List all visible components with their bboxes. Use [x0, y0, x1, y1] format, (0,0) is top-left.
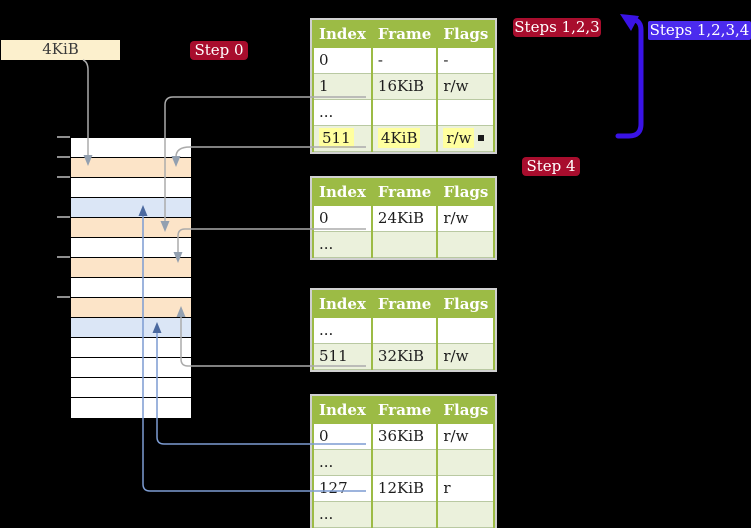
cell: 4KiB: [370, 124, 439, 152]
cell: -: [436, 46, 496, 74]
cell: 24KiB: [370, 204, 439, 232]
frame-row-white: [71, 338, 191, 358]
memory-tick: [57, 256, 70, 258]
table-row: ...: [312, 316, 496, 344]
frame-row-white: [71, 398, 191, 418]
cell: [370, 448, 439, 476]
cell: [370, 230, 439, 258]
frame-row-white: [71, 238, 191, 258]
step4-label: Step 4: [522, 157, 580, 176]
cell: [436, 230, 496, 258]
column-header: Flags: [436, 20, 496, 48]
steps-loop-arrow: [615, 16, 644, 139]
highlighted-value: 4KiB: [377, 128, 421, 148]
table-row: ...: [312, 98, 496, 126]
cell: ...: [312, 500, 373, 528]
frame-row-white: [71, 378, 191, 398]
physical-memory-column: [70, 137, 192, 419]
frame-row-blue: [71, 198, 191, 218]
frame-row-white: [71, 358, 191, 378]
column-header: Flags: [436, 178, 496, 206]
cell: r: [436, 474, 496, 502]
cell: 32KiB: [370, 342, 439, 370]
cell: [370, 316, 439, 344]
column-header: Index: [312, 178, 373, 206]
cell: ...: [312, 98, 373, 126]
cell: 16KiB: [370, 72, 439, 100]
cell: 0: [312, 204, 373, 232]
column-header: Frame: [370, 396, 439, 424]
frame-row-orange: [71, 218, 191, 238]
cell: ...: [312, 448, 373, 476]
cell: -: [370, 46, 439, 74]
cell: 12KiB: [370, 474, 439, 502]
cell: r/w: [436, 204, 496, 232]
frame-row-white: [71, 178, 191, 198]
cell: [436, 448, 496, 476]
step0-label: Step 0: [190, 41, 248, 60]
steps123-label: Steps 1,2,3: [513, 18, 601, 37]
frame-row-orange: [71, 298, 191, 318]
memory-tick: [57, 216, 70, 218]
memory-tick: [57, 176, 70, 178]
memory-tick: [57, 136, 70, 138]
arrowhead-up-left-icon: [620, 14, 639, 31]
column-header: Flags: [436, 396, 496, 424]
cell: [436, 98, 496, 126]
page-size-label: 4KiB: [1, 40, 120, 60]
cell: r/w: [436, 124, 496, 152]
cell: 1: [312, 72, 373, 100]
highlighted-value: r/w: [443, 128, 475, 148]
highlighted-value: 511: [319, 128, 354, 148]
table-row: ...: [312, 230, 496, 258]
cell: 0: [312, 46, 373, 74]
column-header: Index: [312, 20, 373, 48]
steps1234-label: Steps 1,2,3,4: [648, 21, 751, 40]
cell: 511: [312, 342, 373, 370]
table-row: 511 4KiB r/w: [312, 124, 496, 152]
frame-row-white: [71, 278, 191, 298]
column-header: Index: [312, 396, 373, 424]
cell: 511: [312, 124, 373, 152]
column-header: Flags: [436, 290, 496, 318]
frame-row-blue: [71, 318, 191, 338]
cell: ...: [312, 316, 373, 344]
column-header: Frame: [370, 178, 439, 206]
cell: 0: [312, 422, 373, 450]
memory-tick: [57, 156, 70, 158]
cell: r/w: [436, 422, 496, 450]
cell: [370, 98, 439, 126]
column-header: Index: [312, 290, 373, 318]
table-row: ...: [312, 500, 496, 528]
cell: [436, 316, 496, 344]
cell: [436, 500, 496, 528]
cell: ...: [312, 230, 373, 258]
frame-row-orange: [71, 258, 191, 278]
column-header: Frame: [370, 290, 439, 318]
cell: r/w: [436, 72, 496, 100]
table-row: 0--: [312, 46, 496, 74]
frame-row-orange: [71, 158, 191, 178]
memory-tick: [57, 296, 70, 298]
cell: r/w: [436, 342, 496, 370]
column-header: Frame: [370, 20, 439, 48]
cell: 36KiB: [370, 422, 439, 450]
cell: 127: [312, 474, 373, 502]
frame-row-white: [71, 138, 191, 158]
table-row: ...: [312, 448, 496, 476]
cell: [370, 500, 439, 528]
